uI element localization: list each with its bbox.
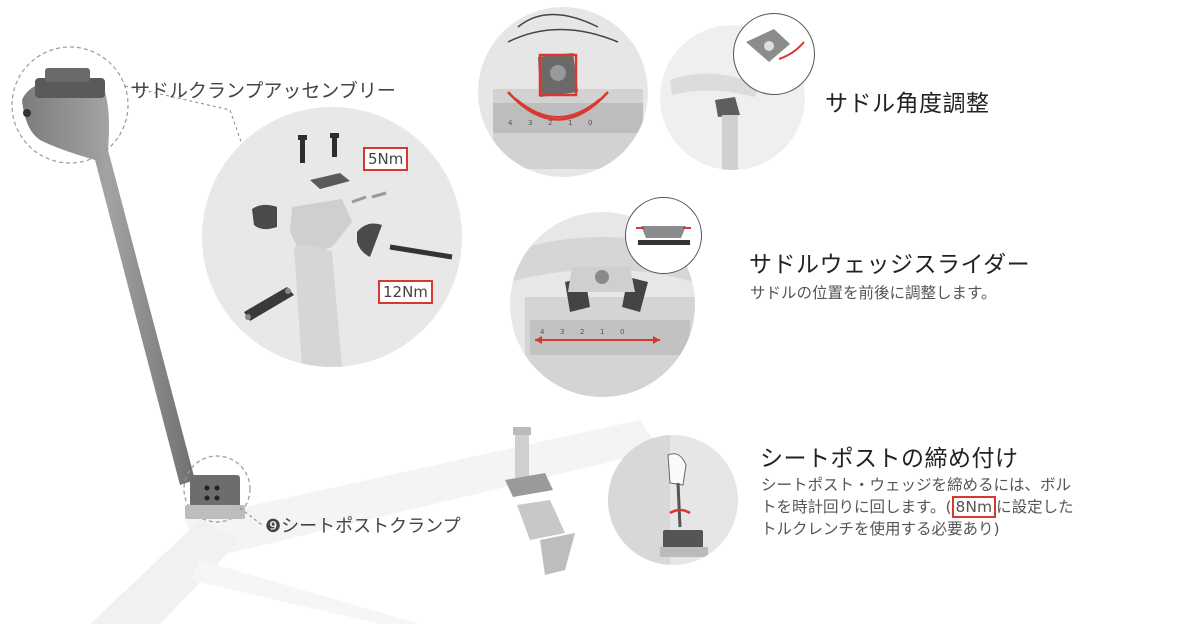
seatpost-clamp-label: ❾シートポストクランプ <box>265 512 461 538</box>
scale-tick-label: 3 <box>528 119 532 127</box>
scale-tick-label: 4 <box>540 328 545 336</box>
scale-tick-label: 2 <box>548 119 552 127</box>
exploded-view-circle <box>202 107 462 367</box>
angle-detail-inset <box>733 13 815 95</box>
angle-adjust-illustration: 4 3 2 1 0 <box>493 13 643 169</box>
slider-description: サドルの位置を前後に調整します。 <box>750 284 997 302</box>
slider-title: サドルウェッジスライダー <box>749 252 1031 278</box>
exploded-parts <box>244 133 453 367</box>
clamp-assembly-label: サドルクランプアッセンブリー <box>131 80 396 102</box>
scale-tick-label: 2 <box>580 328 584 336</box>
clamp-highlight-circle <box>11 46 129 164</box>
angle-saddle-circle <box>660 25 805 170</box>
wedge-parts <box>505 427 575 575</box>
angle-title: サドル角度調整 <box>825 91 990 117</box>
tighten-illustration <box>608 435 708 565</box>
saddle-side-illustration <box>670 73 760 170</box>
scale-tick-label: 4 <box>508 119 513 127</box>
tighten-title: シートポストの締め付け <box>760 446 1019 472</box>
seatpost-clamp-circle <box>183 455 251 523</box>
scale-tick-label: 0 <box>620 328 624 336</box>
seatpost-clamp-text: シートポストクランプ <box>281 516 461 537</box>
seatpost-clamp-number: ❾ <box>265 516 282 537</box>
tighten-desc-line-2a: トを時計回りに回します。( <box>761 498 952 516</box>
scale-tick-label: 3 <box>560 328 564 336</box>
slider-detail-icon <box>636 226 691 245</box>
tighten-desc-line-1: シートポスト・ウェッジを締めるには、ボル <box>761 476 1072 494</box>
scale-tick-label: 1 <box>568 119 572 127</box>
angle-detail-icon <box>746 29 805 62</box>
seatpost-clamp-part <box>185 475 245 519</box>
slider-detail-inset <box>625 197 702 274</box>
tighten-desc-line-3: トルクレンチを使用する必要あり) <box>761 520 1000 538</box>
tighten-desc-line-2b: に設定した <box>996 498 1074 516</box>
angle-adjust-circle: 4 3 2 1 0 <box>478 7 648 177</box>
tighten-circle <box>608 435 738 565</box>
scale-tick-label: 1 <box>600 328 604 336</box>
scale-tick-label: 0 <box>588 119 592 127</box>
torque-5nm: 5Nm <box>363 147 409 171</box>
seatpost <box>22 68 195 485</box>
tighten-torque: 8Nm <box>951 496 997 518</box>
torque-12nm: 12Nm <box>378 280 433 304</box>
